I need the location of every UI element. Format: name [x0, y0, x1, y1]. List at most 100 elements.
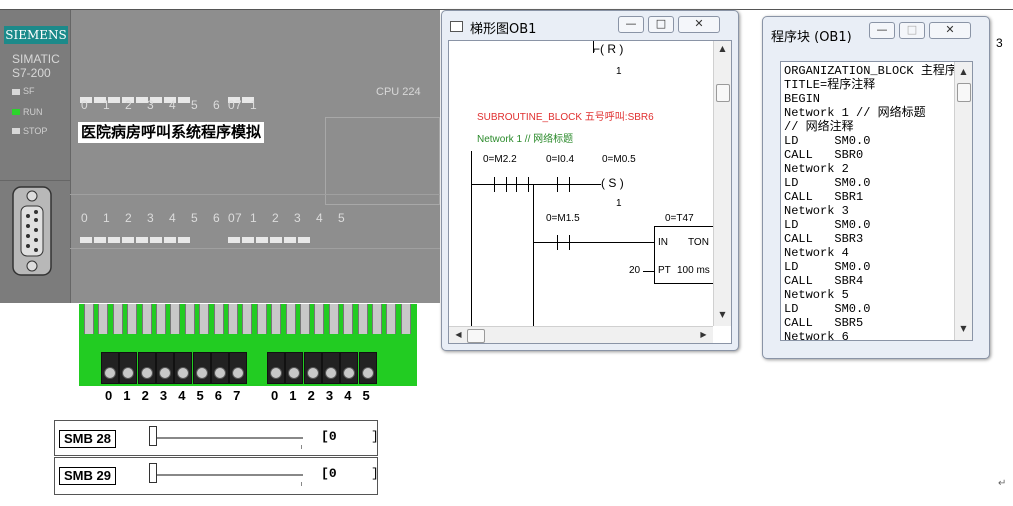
input-toggle-switch[interactable] [267, 352, 285, 384]
ladder-vertical-scrollbar[interactable]: ▲ ▼ [713, 41, 731, 326]
smb29-slider-thumb[interactable] [149, 463, 157, 483]
code-line: LD SM0.0 [784, 260, 871, 274]
smb29-track[interactable] [151, 474, 303, 476]
run-led [12, 109, 20, 115]
switch-number: 1 [289, 388, 297, 403]
minimize-button[interactable]: — [618, 16, 644, 33]
stop-led [12, 128, 20, 134]
input-toggle-switch[interactable] [174, 352, 193, 384]
switch-number: 6 [214, 388, 223, 403]
terminal-pin [213, 304, 224, 334]
sf-label: SF [23, 86, 35, 96]
smb29-value-text: 0 [328, 466, 337, 481]
terminal-pin [400, 304, 411, 334]
input-toggle-switch[interactable] [285, 352, 304, 384]
plc-body [0, 10, 440, 303]
terminal-pin [271, 304, 282, 334]
input-toggle-switch[interactable] [229, 352, 248, 384]
terminal-pins [84, 304, 414, 338]
switch-number: 5 [196, 388, 204, 403]
program-title: 医院病房呼叫系统程序模拟 [78, 122, 265, 143]
program-scroll-down-icon[interactable]: ▼ [960, 324, 967, 333]
panel-divider [70, 194, 440, 195]
input-toggle-switch[interactable] [119, 352, 138, 384]
program-close-button[interactable]: ✕ [929, 22, 971, 39]
coil-m05: 0=M0.5 [602, 154, 636, 165]
switch-knob [306, 367, 319, 379]
code-line: LD SM0.0 [784, 176, 871, 190]
program-minimize-button[interactable]: — [869, 22, 895, 39]
input-toggle-switch[interactable] [210, 352, 229, 384]
smb29-value-end: ] [371, 466, 379, 481]
terminal-pin [199, 304, 210, 334]
scroll-down-icon[interactable]: ▼ [719, 310, 726, 319]
terminal-pin [372, 304, 382, 334]
input-toggle-switch[interactable] [155, 352, 174, 384]
smb28-slider-thumb[interactable] [149, 426, 157, 446]
ton-timer-box: IN TON PT 100 ms [654, 226, 717, 284]
contact2-bar-right [528, 177, 529, 192]
program-maximize-button[interactable]: □ [899, 22, 925, 39]
switch-number: 3 [159, 388, 168, 403]
smb29-tick [301, 482, 302, 486]
contact4-bar-right [569, 235, 570, 250]
ladder-window[interactable]: 梯形图OB1 — □ ✕ ⌐( R ) 1 SUBROUTINE_BLOCK 五… [441, 10, 739, 351]
run-label: RUN [23, 107, 43, 117]
program-vertical-scrollbar[interactable]: ▲ ▼ [954, 62, 972, 340]
scroll-left-icon[interactable]: ◀ [455, 330, 462, 339]
close-button[interactable]: ✕ [678, 16, 720, 33]
switch-number: 5 [362, 388, 370, 403]
ladder-vscroll-thumb[interactable] [716, 84, 730, 102]
input-toggle-switch[interactable] [303, 352, 322, 384]
input-toggle-switch[interactable] [101, 352, 119, 384]
input-leds-b [228, 88, 256, 103]
switch-number: 2 [141, 388, 149, 403]
input-toggle-switch[interactable] [340, 352, 359, 384]
timer-address: 0=T47 [665, 213, 694, 224]
input-toggle-switch[interactable] [358, 352, 377, 384]
switch-knob [140, 367, 153, 379]
switch-knob [343, 367, 356, 379]
terminal-pin [98, 304, 109, 334]
input-toggle-switch[interactable] [137, 352, 156, 384]
input-toggle-switch[interactable] [321, 352, 340, 384]
network-header: Network 1 // 网络标题 [477, 134, 574, 145]
contact1-bar-left [494, 177, 495, 192]
ladder-hscroll-thumb[interactable] [467, 329, 485, 343]
top-border [0, 9, 1013, 10]
code-line: CALL SBR1 [784, 190, 864, 204]
smb29-slider-panel: SMB 29 [0 ] [54, 457, 379, 495]
program-scroll-up-icon[interactable]: ▲ [960, 67, 967, 76]
terminal-pin [256, 304, 267, 334]
smb28-track[interactable] [151, 437, 303, 439]
scroll-right-icon[interactable]: ▶ [700, 330, 707, 339]
ladder-horizontal-scrollbar[interactable]: ◀ ▶ [449, 326, 713, 343]
output-numbers-a: 0 1 2 3 4 5 6 7 [81, 211, 248, 225]
model-line2: S7-200 [12, 66, 51, 80]
code-line: Network 4 [784, 246, 849, 260]
branch-wire [533, 184, 534, 343]
input-toggle-switch[interactable] [192, 352, 211, 384]
code-line: TITLE=程序注释 [784, 78, 876, 92]
timer-type: TON [688, 237, 709, 248]
set-coil: ( S ) [601, 176, 624, 190]
ladder-canvas[interactable]: ⌐( R ) 1 SUBROUTINE_BLOCK 五号呼叫:SBR6 Netw… [448, 40, 732, 344]
code-line: CALL SBR5 [784, 316, 864, 330]
contact-m15: 0=M1.5 [546, 213, 580, 224]
switch-number: 0 [105, 388, 113, 403]
pt-value: 20 [629, 265, 641, 276]
terminal-pin [285, 304, 296, 334]
terminal-pin [127, 304, 138, 334]
program-vscroll-thumb[interactable] [957, 83, 971, 102]
maximize-button[interactable]: □ [648, 16, 674, 33]
code-line: Network 2 [784, 162, 849, 176]
contact1-bar-right [506, 177, 507, 192]
scroll-up-icon[interactable]: ▲ [719, 44, 726, 53]
terminal-pin [242, 304, 253, 334]
smb28-value-text: 0 [328, 429, 337, 444]
panel-divider-2 [70, 248, 440, 249]
timer-pt-label: PT [658, 265, 671, 276]
switch-knob [232, 367, 245, 379]
